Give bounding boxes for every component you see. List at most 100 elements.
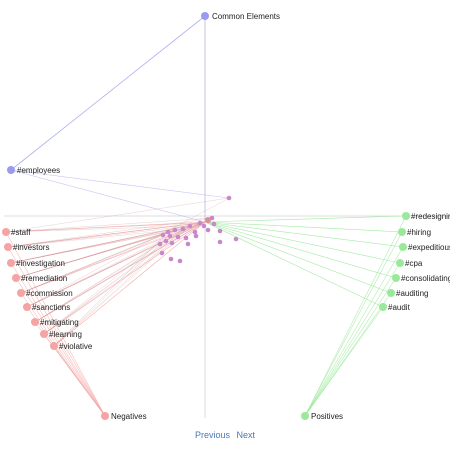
center-point — [160, 232, 166, 238]
edge-negative-cloud — [5, 217, 213, 233]
center-point — [169, 240, 175, 246]
center-point — [165, 229, 171, 235]
edge-common-term — [10, 15, 206, 171]
center-point — [193, 233, 199, 239]
center-point — [217, 239, 223, 245]
anchor-positives-node — [301, 412, 309, 420]
term-label-commission: #commission — [26, 289, 73, 298]
term-node-auditing — [387, 289, 395, 297]
term-label-investors: #investors — [13, 243, 49, 252]
edge-positive-anchor — [304, 262, 401, 417]
term-node-violative — [50, 342, 58, 350]
term-node-commission — [17, 289, 25, 297]
center-point — [233, 236, 239, 242]
center-point — [183, 235, 189, 241]
center-point — [177, 258, 183, 264]
edge-positive-hub — [204, 215, 407, 223]
center-point — [185, 241, 191, 247]
anchor-negatives-node — [101, 412, 109, 420]
edge-positive-anchor — [304, 231, 403, 417]
term-label-expeditious: #expeditious — [408, 243, 450, 252]
edge-negative-cloud — [53, 228, 184, 347]
center-point — [167, 233, 173, 239]
edge-negative-anchor — [7, 246, 106, 417]
term-node-learning — [40, 330, 48, 338]
edge-common-term-hub — [10, 169, 206, 223]
edge-negative-cloud — [53, 231, 169, 347]
edge-negative-cloud — [7, 217, 213, 248]
edge-negative-cloud — [7, 225, 191, 248]
center-point — [226, 195, 232, 201]
center-point — [187, 223, 193, 229]
next-link[interactable]: Next — [236, 430, 256, 440]
term-label-redesigning: #redesigning — [411, 212, 450, 221]
edge-positive-anchor — [304, 277, 397, 417]
term-label-learning: #learning — [49, 330, 82, 339]
term-label-audit: #audit — [388, 303, 411, 312]
term-label-consolidating: #consolidating — [401, 274, 450, 283]
center-point — [163, 238, 169, 244]
center-point — [168, 256, 174, 262]
term-node-audit — [379, 303, 387, 311]
term-node-staff — [2, 228, 10, 236]
anchor-common-node — [201, 12, 209, 20]
term-node-investors — [4, 243, 12, 251]
edge-positive-hub — [204, 221, 404, 248]
term-label-violative: #violative — [59, 342, 93, 351]
term-label-remediation: #remediation — [21, 274, 67, 283]
anchor-positives-label: Positives — [311, 412, 343, 421]
edge-negative-cloud — [20, 234, 164, 294]
edge-negative-cloud — [7, 222, 201, 248]
edge-negative-cloud — [20, 228, 184, 294]
edge-positive-anchor — [304, 215, 407, 417]
center-point — [201, 223, 207, 229]
term-label-staff: #staff — [11, 228, 31, 237]
edge-negative-cloud — [43, 225, 191, 335]
term-label-investigation: #investigation — [16, 259, 65, 268]
center-point — [197, 220, 203, 226]
edge-negative-cloud — [10, 229, 176, 264]
edge-negative-cloud — [34, 222, 201, 323]
term-node-employees — [7, 166, 15, 174]
center-point — [211, 221, 217, 227]
edge-negative-anchor — [20, 292, 106, 417]
edge-positive-hub — [204, 221, 403, 233]
edge-positive-hub — [204, 221, 397, 279]
center-point — [180, 226, 186, 232]
term-label-cpa: #cpa — [405, 259, 423, 268]
edge-negative-anchor — [15, 277, 106, 417]
edge-negative-cloud — [15, 231, 169, 279]
center-hub-point — [205, 217, 211, 223]
pager: Previous Next — [0, 430, 450, 440]
center-point — [157, 241, 163, 247]
term-node-mitigating — [31, 318, 39, 326]
edge-positive-hub — [204, 221, 384, 308]
term-label-mitigating: #mitigating — [40, 318, 79, 327]
previous-link[interactable]: Previous — [194, 430, 230, 440]
edge-negative-cloud — [43, 222, 201, 335]
anchor-common-label: Common Elements — [212, 12, 280, 21]
edge-negative-hub — [53, 221, 206, 347]
edge-negative-cloud — [5, 197, 230, 233]
center-point — [175, 234, 181, 240]
center-point — [205, 227, 211, 233]
edge-positive-hub — [204, 221, 392, 294]
edge-positive-hub — [204, 221, 401, 264]
edge-negative-anchor — [10, 262, 106, 417]
center-point — [217, 228, 223, 234]
term-node-expeditious — [399, 243, 407, 251]
edge-negative-cloud — [5, 225, 191, 233]
edge-negative-cloud — [43, 229, 176, 335]
edge-negative-anchor — [53, 345, 106, 417]
term-node-cpa — [396, 259, 404, 267]
center-point — [192, 229, 198, 235]
edge-positive-anchor — [304, 306, 384, 417]
edge-negative-cloud — [43, 228, 184, 335]
term-label-hiring: #hiring — [407, 228, 431, 237]
edge-negative-anchor — [5, 231, 106, 417]
term-node-redesigning — [402, 212, 410, 220]
term-label-sanctions: #sanctions — [32, 303, 70, 312]
term-node-investigation — [7, 259, 15, 267]
edge-negative-cloud — [53, 229, 176, 347]
